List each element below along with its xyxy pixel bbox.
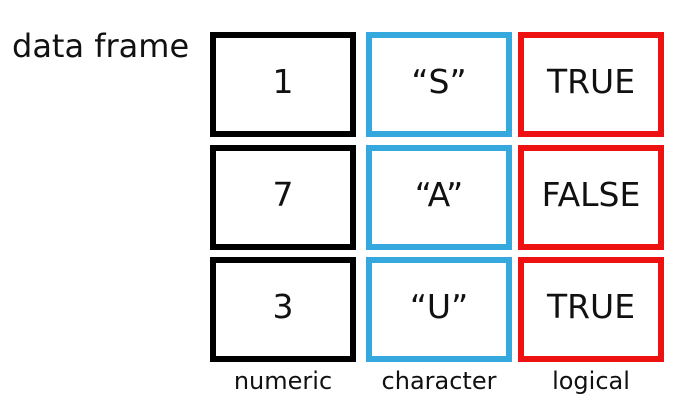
cell-character-row-3: “U” <box>366 257 512 362</box>
cell-logical-row-2: FALSE <box>518 145 664 250</box>
column-label-character: character <box>381 367 497 395</box>
cell-character-row-1: “S” <box>366 32 512 137</box>
cell-logical-row-1: TRUE <box>518 32 664 137</box>
cell-numeric-row-3: 3 <box>210 257 356 362</box>
column-label-logical: logical <box>552 367 630 395</box>
cell-numeric-row-1: 1 <box>210 32 356 137</box>
column-label-numeric: numeric <box>233 367 333 395</box>
cell-logical-row-3: TRUE <box>518 257 664 362</box>
cell-character-row-2: “A” <box>366 145 512 250</box>
cell-numeric-row-2: 7 <box>210 145 356 250</box>
diagram-title: data frame <box>12 27 190 65</box>
